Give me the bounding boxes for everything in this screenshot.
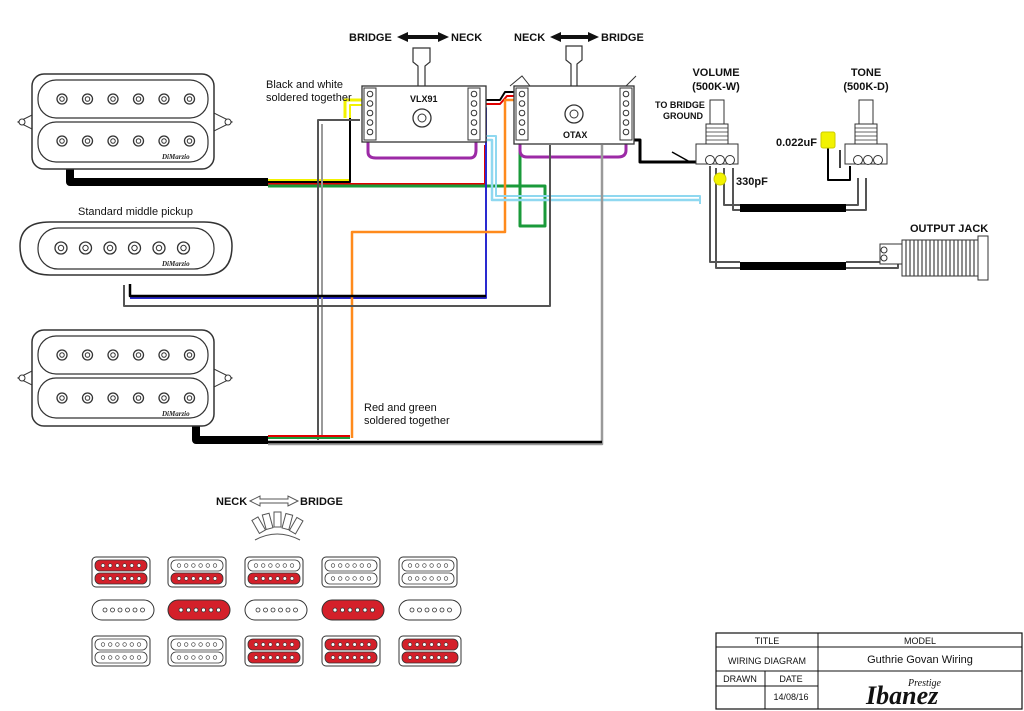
switch-lug	[366, 128, 374, 136]
switch-lug	[518, 119, 526, 126]
output-jack: OUTPUT JACK	[879, 223, 989, 281]
capacitor-022uf	[820, 131, 836, 149]
svg-text:DRAWN: DRAWN	[723, 674, 757, 684]
svg-text:OUTPUT JACK: OUTPUT JACK	[910, 223, 988, 235]
volume-pot: VOLUME (500K-W) 330pF	[692, 67, 768, 188]
svg-text:NECK: NECK	[514, 32, 545, 44]
selector-pickup-icon	[321, 599, 385, 621]
otax-switch: NECK BRIDGE OTAX	[509, 32, 644, 145]
svg-text:WIRING DIAGRAM: WIRING DIAGRAM	[728, 656, 806, 666]
switch-lug	[622, 100, 630, 107]
selector-pickup-icon	[244, 556, 304, 588]
selector-pickup-icon	[167, 556, 227, 588]
selector-pickup-icon	[167, 635, 227, 667]
switch-lug	[470, 128, 478, 136]
selector-pickup-icon	[91, 556, 151, 588]
svg-text:BRIDGE: BRIDGE	[601, 32, 644, 44]
wire-yellow	[268, 104, 372, 181]
svg-text:NECK: NECK	[451, 32, 482, 44]
pickup-selector-grid	[91, 556, 462, 667]
svg-text:DiMarzio: DiMarzio	[161, 410, 190, 418]
neck-pickup-cable	[66, 168, 268, 186]
svg-text:Guthrie Govan Wiring: Guthrie Govan Wiring	[867, 654, 973, 666]
pickup-brand: DiMarzio	[161, 153, 190, 161]
svg-text:BRIDGE: BRIDGE	[349, 32, 392, 44]
switch-lug	[366, 100, 374, 107]
svg-text:soldered together: soldered together	[364, 415, 450, 427]
svg-text:0.022uF: 0.022uF	[776, 137, 817, 149]
svg-text:Black and white: Black and white	[266, 79, 343, 91]
switch-lug	[366, 109, 374, 117]
switch-lug	[470, 119, 478, 126]
svg-text:330pF: 330pF	[736, 176, 768, 188]
selector-pickup-icon	[91, 635, 151, 667]
middle-pickup-wire	[128, 284, 486, 298]
svg-text:MODEL: MODEL	[904, 636, 936, 646]
svg-text:(500K-W): (500K-W)	[692, 81, 740, 93]
selector-pickup-icon	[167, 599, 231, 621]
middle-single-coil: DiMarzio	[19, 221, 233, 276]
svg-text:(500K-D): (500K-D)	[843, 81, 889, 93]
switch-lug	[470, 90, 478, 98]
otax-label: OTAX	[563, 130, 587, 140]
switch-lug	[622, 109, 630, 117]
wire-green	[268, 148, 547, 228]
selector-pickup-icon	[398, 635, 462, 667]
position-selector: NECK BRIDGE	[216, 495, 343, 541]
svg-text:TONE: TONE	[851, 67, 881, 79]
switch-lug	[470, 109, 478, 117]
vlx91-switch: BRIDGE NECK VLX91	[349, 32, 487, 143]
switch-lug	[622, 119, 630, 126]
switch-lug	[470, 100, 478, 107]
switch-lug	[622, 90, 630, 98]
bridge-humbucker: DiMarzio	[16, 329, 234, 427]
switch-lug	[366, 90, 374, 98]
wire-orange	[350, 98, 520, 438]
selector-pickup-icon	[244, 635, 304, 667]
wire-neck-red	[268, 145, 486, 185]
middle-pickup-label: Standard middle pickup	[78, 206, 193, 218]
svg-text:Red and green: Red and green	[364, 402, 437, 414]
vlx91-label: VLX91	[410, 94, 438, 104]
switch-lug	[622, 128, 630, 136]
svg-text:DATE: DATE	[779, 674, 802, 684]
selector-pickup-icon	[321, 556, 381, 588]
neck-humbucker: DiMarzio	[16, 73, 234, 170]
logo-prestige: Prestige	[907, 678, 942, 689]
svg-text:GROUND: GROUND	[663, 111, 703, 121]
bridge-pickup-cable	[192, 424, 268, 444]
svg-text:DiMarzio: DiMarzio	[161, 260, 190, 268]
tone-pot: TONE (500K-D) 0.022uF	[776, 67, 889, 165]
switch-lug	[366, 119, 374, 126]
svg-text:TITLE: TITLE	[755, 636, 780, 646]
wire-black	[268, 118, 351, 183]
svg-text:soldered together: soldered together	[266, 92, 352, 104]
capacitor-330pf	[713, 172, 727, 186]
switch-lug	[518, 90, 526, 98]
switch-lug	[518, 128, 526, 136]
switch-lug	[518, 100, 526, 107]
switch-lug	[518, 109, 526, 117]
svg-text:BRIDGE: BRIDGE	[300, 496, 343, 508]
selector-pickup-icon	[244, 599, 308, 621]
selector-pickup-icon	[398, 556, 458, 588]
logo-ibanez: Ibanez	[865, 681, 939, 710]
svg-text:NECK: NECK	[216, 496, 247, 508]
svg-text:TO BRIDGE: TO BRIDGE	[655, 100, 705, 110]
selector-pickup-icon	[398, 599, 462, 621]
selector-pickup-icon	[91, 599, 155, 621]
selector-pickup-icon	[321, 635, 381, 667]
svg-text:VOLUME: VOLUME	[692, 67, 739, 79]
svg-text:14/08/16: 14/08/16	[773, 692, 808, 702]
title-block: TITLE WIRING DIAGRAM MODEL Guthrie Govan…	[715, 632, 1023, 710]
